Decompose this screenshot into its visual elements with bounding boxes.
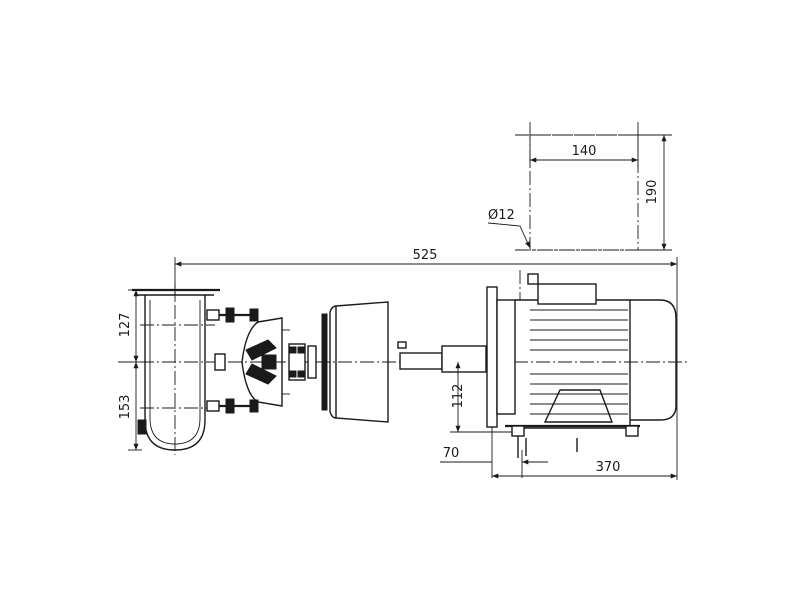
foot-offset-dimension xyxy=(440,427,548,478)
dim-overall-length: 525 xyxy=(413,248,438,263)
shaft-height-dimension xyxy=(450,362,520,433)
dim-plate-width: 140 xyxy=(572,144,597,159)
mechanical-seal xyxy=(288,343,317,381)
base-plate-footprint xyxy=(487,122,672,251)
housing-studs xyxy=(214,307,259,414)
dim-discharge-height: 153 xyxy=(118,395,133,420)
adapter-bracket xyxy=(335,301,407,423)
dim-hole-diameter: Ø12 xyxy=(488,208,515,223)
motor-shaft xyxy=(399,345,487,373)
pump-housing xyxy=(132,283,220,455)
dim-plate-depth: 190 xyxy=(645,180,660,205)
dim-shaft-height: 112 xyxy=(451,384,466,409)
impeller xyxy=(241,317,290,407)
dim-suction-height: 127 xyxy=(118,313,133,338)
height-dimensions-left xyxy=(128,289,142,451)
electric-motor xyxy=(486,270,677,458)
dim-foot-offset: 70 xyxy=(443,446,460,461)
dim-motor-length: 370 xyxy=(596,460,621,475)
